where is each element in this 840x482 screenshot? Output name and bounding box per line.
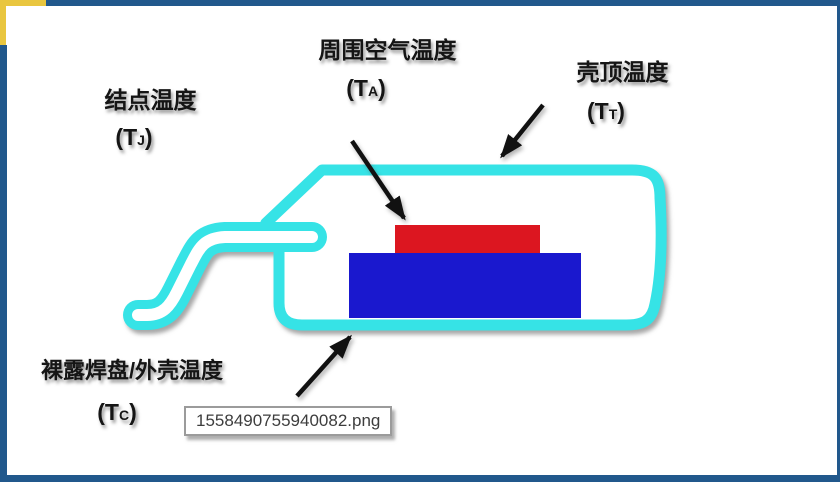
- symbol-text: ): [617, 98, 625, 124]
- symbol-subscript: T: [608, 106, 618, 122]
- exposed-pad-temp-symbol: (TC): [24, 399, 210, 428]
- case-top-temp-arrow: [500, 103, 545, 159]
- corner-accent-top: [0, 0, 46, 6]
- symbol-text: (T: [346, 75, 368, 101]
- filename-tooltip: 1558490755940082.png: [184, 406, 393, 436]
- die-rect: [395, 225, 540, 253]
- case-top-temp-label: 壳顶温度: [576, 59, 669, 85]
- lead-core: [132, 231, 318, 321]
- symbol-subscript: J: [137, 132, 145, 148]
- exposed-pad-temp-label: 裸露焊盘/外壳温度: [40, 358, 224, 383]
- ambient-temp-arrow: [350, 139, 406, 221]
- symbol-text: (T: [97, 399, 119, 425]
- symbol-subscript: A: [367, 83, 379, 99]
- junction-temp-label: 结点温度: [104, 87, 197, 113]
- ambient-temp-symbol: (TA): [290, 75, 442, 104]
- symbol-subscript: C: [118, 407, 130, 423]
- symbol-text: ): [378, 75, 386, 101]
- corner-accent-side: [0, 0, 6, 45]
- frame-right-bar: [837, 0, 840, 482]
- symbol-text: ): [129, 399, 137, 425]
- ambient-temp-label: 周围空气温度: [318, 37, 457, 63]
- symbol-text: ): [144, 124, 153, 150]
- thermal-pad-rect: [349, 253, 581, 318]
- exposed-pad-temp-arrow: [295, 334, 353, 398]
- symbol-text: (T: [587, 98, 609, 124]
- frame-top-bar: [46, 0, 840, 6]
- symbol-text: (T: [115, 124, 138, 150]
- frame-bottom-bar: [0, 475, 840, 482]
- frame-left-bar: [0, 45, 7, 482]
- junction-temp-symbol: (TJ): [73, 124, 195, 153]
- case-top-temp-symbol: (TT): [545, 98, 667, 127]
